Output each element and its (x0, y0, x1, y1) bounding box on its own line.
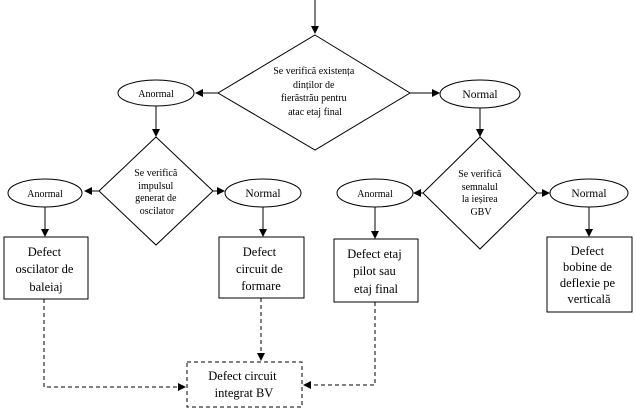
outcome-main-normal: Normal (439, 79, 521, 109)
box-line: oscilator de (15, 262, 73, 276)
box-line: baleiaj (29, 280, 62, 294)
decision-main-line: atac etaj final (288, 107, 342, 118)
box-line: etaj final (354, 282, 399, 296)
box-line: Defect circuit (208, 369, 277, 383)
svg-text:Se verifică semnalul: Se verifică semnalul la ieșirea GBV (458, 169, 504, 218)
decision-left-line: Se verifică (134, 168, 178, 179)
box-deflection-coils-fault: Defect bobine de deflexie pe verticală (546, 236, 633, 313)
decision-main: Se verifică existența dinților de fierăs… (217, 34, 411, 151)
decision-right-line: GBV (470, 207, 492, 218)
svg-text:Defect oscilator de: Defect oscilator de baleiaj (15, 245, 76, 294)
box-oscillator-fault: Defect oscilator de baleiaj (3, 236, 89, 300)
box-line: Defect (28, 245, 62, 259)
dashed-connector-pilot-to-ic (303, 302, 376, 389)
outcome-main-anormal: Anormal (117, 79, 195, 107)
decision-main-line: Se verifică existența (273, 66, 355, 77)
box-line: Defect etaj (347, 247, 401, 261)
decision-main-line: dinților de (293, 80, 335, 91)
outcome-label: Normal (462, 89, 497, 101)
box-line: integrat BV (215, 386, 274, 400)
outcome-label: Anormal (27, 189, 63, 200)
box-line: deflexie pe (560, 276, 616, 290)
decision-right-line: Se verifică (458, 169, 502, 180)
decision-left-line: impulsul (138, 181, 173, 192)
decision-right-line: semnalul (462, 182, 498, 193)
box-pilot-stage-fault: Defect etaj pilot sau etaj final (333, 238, 419, 303)
decision-left-line: generat de (135, 193, 177, 204)
box-line: formare (241, 279, 281, 293)
svg-text:Se verifică existența di: Se verifică existența dinților de fierăs… (273, 66, 357, 118)
outcome-label: Normal (245, 188, 280, 200)
box-line: pilot sau (353, 264, 396, 278)
decision-right-line: la ieșirea (462, 194, 498, 205)
box-line: Defect (243, 245, 277, 259)
outcome-left-anormal: Anormal (7, 178, 83, 208)
svg-text:Defect etaj pilot sau: Defect etaj pilot sau etaj final (347, 247, 405, 296)
decision-main-line: fierăstrău pentru (281, 93, 347, 104)
decision-right: Se verifică semnalul la ieșirea GBV (422, 136, 538, 250)
outcome-right-normal: Normal (549, 178, 629, 208)
decision-left: Se verifică impulsul generat de oscilato… (98, 136, 214, 246)
svg-text:Se verifică impulsul: Se verifică impulsul generat de oscilato… (134, 168, 180, 217)
box-line: Defect (571, 244, 605, 258)
svg-text:Defect bobine de d: Defect bobine de deflexie pe verticală (560, 244, 618, 306)
outcome-right-anormal: Anormal (336, 178, 414, 208)
outcome-label: Anormal (138, 89, 174, 100)
decision-left-line: oscilator (140, 206, 175, 217)
box-forming-circuit-fault: Defect circuit de formare (218, 236, 305, 299)
outcome-left-normal: Normal (224, 178, 302, 208)
box-line: circuit de (236, 262, 283, 276)
svg-text:Defect circuit de: Defect circuit de formare (236, 245, 286, 293)
dashed-connector-oscillator-to-ic (43, 299, 186, 391)
box-integrated-circuit-fault: Defect circuit integrat BV (186, 361, 303, 408)
box-line: verticală (567, 292, 610, 306)
outcome-label: Anormal (357, 189, 393, 200)
box-line: bobine de (563, 260, 612, 274)
svg-text:Defect circuit integrat: Defect circuit integrat BV (208, 369, 279, 400)
outcome-label: Normal (571, 188, 606, 200)
